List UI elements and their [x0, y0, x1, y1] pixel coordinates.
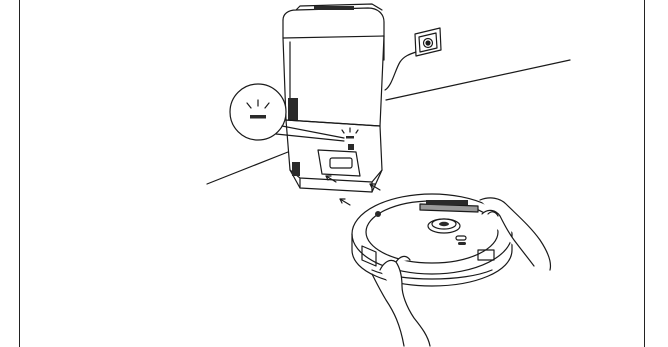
power-cable [385, 52, 416, 90]
arrow-icon [340, 199, 350, 205]
arrow-icon [326, 176, 336, 182]
dock-station [283, 4, 384, 192]
power-socket-icon [415, 28, 441, 56]
